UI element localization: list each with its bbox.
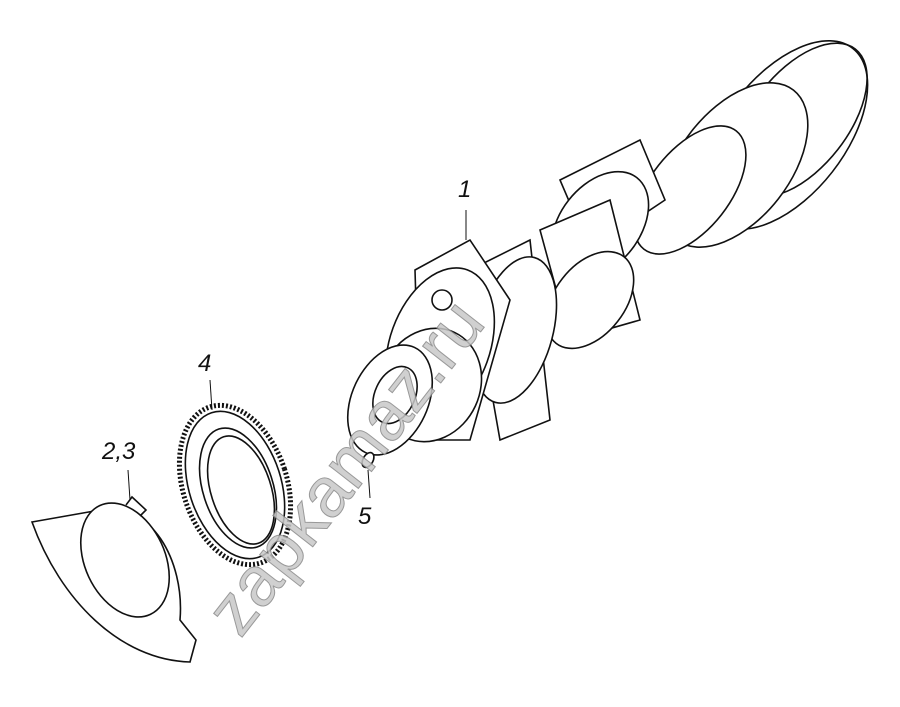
callout-4: 4 — [198, 350, 212, 377]
key-pin-part-5 — [361, 451, 375, 469]
ring-gear-part-4 — [176, 402, 294, 568]
callout-1: 1 — [458, 176, 472, 203]
callout-2-3: 2,3 — [102, 438, 136, 465]
thrust-washer-part-2-3 — [30, 495, 197, 663]
callout-5: 5 — [358, 503, 372, 530]
crankshaft-part-1 — [346, 39, 869, 456]
leader-lines — [127, 210, 467, 501]
